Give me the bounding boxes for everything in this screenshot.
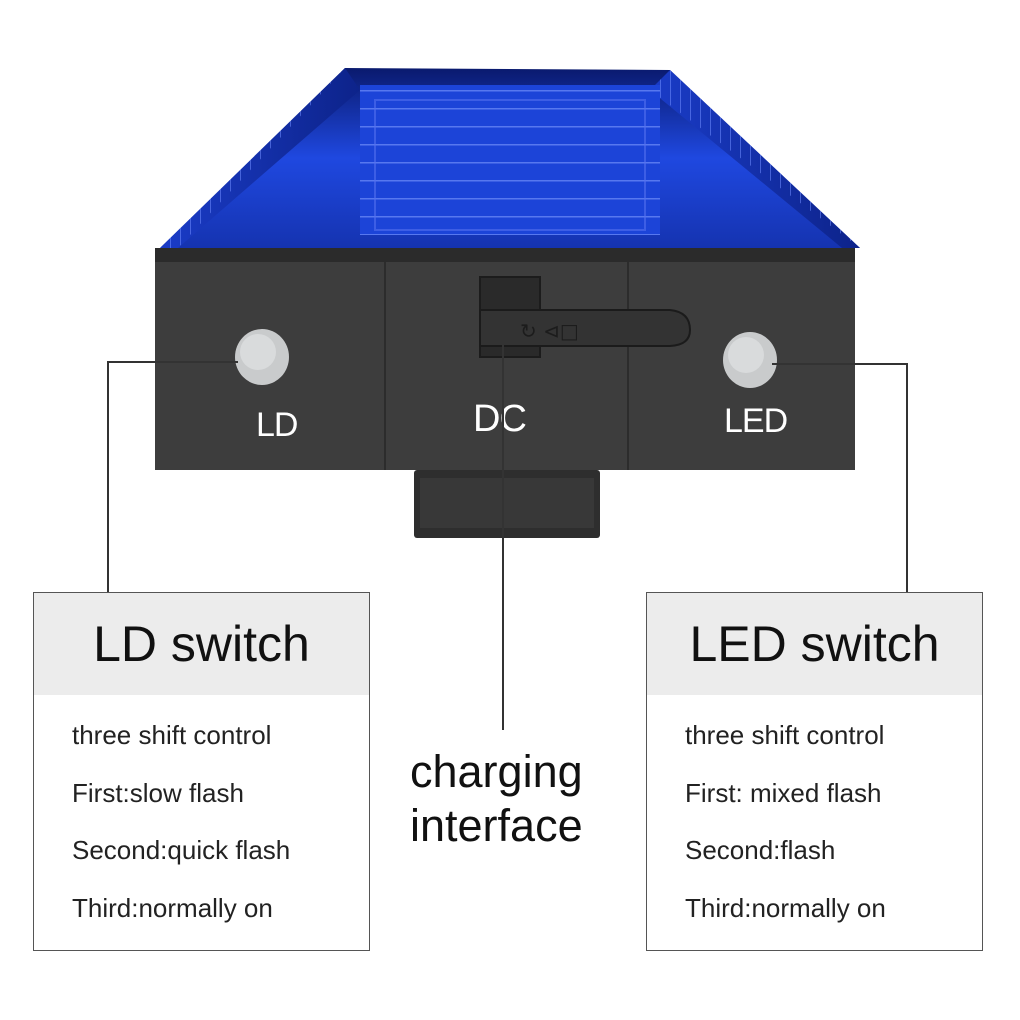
led-leader-vertical [906, 363, 908, 593]
led-button[interactable] [723, 332, 777, 388]
ld-line-2: First:slow flash [72, 777, 244, 808]
led-switch-list: three shift control First: mixed flash S… [647, 695, 982, 947]
dc-port-cover: ↻ ⊲□ [479, 276, 692, 358]
ld-switch-list: three shift control First:slow flash Sec… [34, 695, 369, 947]
ld-switch-box: LD switch three shift control First:slow… [33, 592, 370, 951]
blue-lens [160, 68, 860, 248]
led-line-3: Second:flash [685, 835, 836, 865]
ld-leader-horizontal [108, 361, 238, 363]
led-leader-horizontal [772, 363, 908, 365]
led-line-2: First: mixed flash [685, 777, 882, 808]
ld-label: LD [256, 406, 298, 444]
ld-button[interactable] [235, 329, 289, 385]
ld-leader-vertical [107, 361, 109, 593]
ld-switch-title: LD switch [34, 593, 369, 695]
led-switch-box: LED switch three shift control First: mi… [646, 592, 983, 951]
led-switch-title: LED switch [647, 593, 982, 695]
charging-interface-caption: charging interface [410, 745, 583, 853]
ld-line-3: Second:quick flash [72, 835, 291, 865]
ld-line-1: three shift control [72, 720, 272, 750]
ld-line-4: Third:normally on [72, 892, 273, 923]
led-label: LED [724, 402, 788, 440]
led-line-4: Third:normally on [685, 892, 886, 923]
dc-leader-vertical [502, 340, 504, 730]
svg-text:↻ ⊲□: ↻ ⊲□ [520, 319, 579, 343]
charging-caption-line-1: charging [410, 746, 583, 797]
led-line-1: three shift control [685, 720, 885, 750]
dc-label: DC [473, 398, 527, 440]
charging-caption-line-2: interface [410, 800, 583, 851]
